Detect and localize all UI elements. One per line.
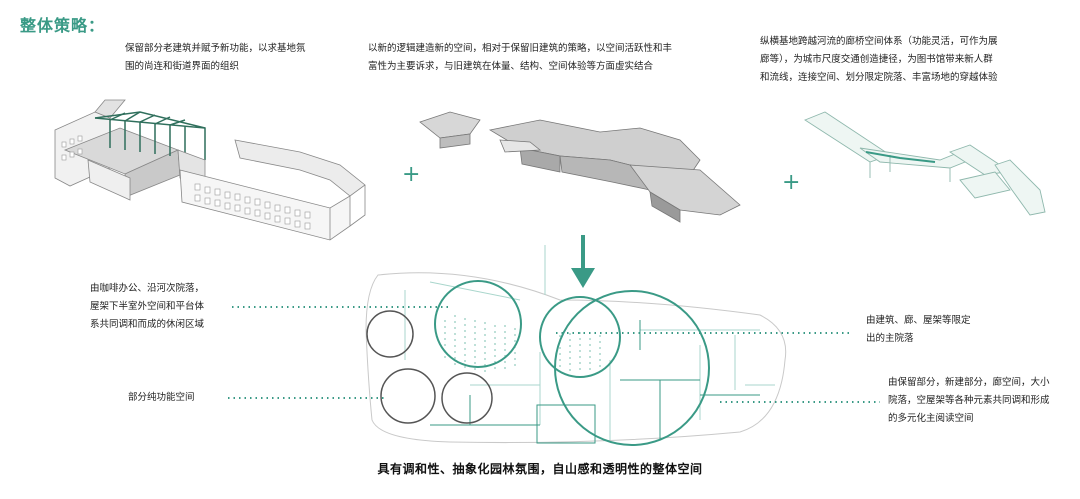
down-arrow-icon — [571, 235, 595, 288]
annotation-function-space: 部分纯功能空间 — [128, 389, 238, 407]
strategy-line: 和流线，连接空间、划分限定院落、丰富场地的穿越体验 — [760, 72, 998, 83]
annotation-reading-space: 由保留部分，新建部分，廊空间，大小 院落，空屋架等各种元素共同调和形成 的多元化… — [888, 374, 1073, 428]
annotation-line: 由建筑、廊、屋架等限定 — [866, 315, 971, 326]
strategy-line: 以新的逻辑建造新的空间，相对于保留旧建筑的策略，以空间活跃性和丰 — [368, 43, 673, 54]
new-building-model — [419, 111, 741, 223]
page-heading: 整体策略： — [20, 16, 106, 35]
annotation-leaders — [228, 306, 880, 403]
diagram-caption: 具有调和性、抽象化园林氛围，自山感和透明性的整体空间 — [377, 462, 703, 476]
plus-sign: + — [402, 162, 420, 187]
annotation-leisure-area: 由咖啡办公、沿河次院落， 屋架下半室外空间和平台体 系共同调和而成的休闲区域 — [90, 280, 240, 334]
annotation-main-courtyard: 由建筑、廊、屋架等限定 出的主院落 — [866, 312, 1006, 348]
retained-building-model — [54, 99, 366, 241]
annotation-line: 院落，空屋架等各种元素共同调和形成 — [888, 395, 1050, 406]
annotation-line: 部分纯功能空间 — [128, 392, 195, 403]
strategy-line: 富性为主要诉求，与旧建筑在体量、结构、空间体验等方面虚实结合 — [368, 61, 654, 72]
strategy-text-retain: 保留部分老建筑并赋予新功能，以求基地氛 围的尚连和街道界面的组织 — [125, 40, 355, 76]
annotation-line: 出的主院落 — [866, 333, 914, 344]
site-plan — [365, 245, 787, 446]
annotation-line: 屋架下半室外空间和平台体 — [90, 301, 205, 312]
strategy-line: 围的尚连和街道界面的组织 — [125, 61, 240, 72]
annotation-line: 由保留部分，新建部分，廊空间，大小 — [888, 377, 1050, 388]
annotation-line: 的多元化主阅读空间 — [888, 413, 974, 424]
strategy-line: 纵横基地跨越河流的廊桥空间体系（功能灵活，可作为展 — [760, 36, 998, 47]
strategy-text-bridge: 纵横基地跨越河流的廊桥空间体系（功能灵活，可作为展 廊等），为城市尺度交通创造捷… — [760, 33, 1060, 87]
annotation-line: 系共同调和而成的休闲区域 — [90, 319, 205, 330]
plus-sign: + — [782, 170, 800, 195]
strategy-line: 保留部分老建筑并赋予新功能，以求基地氛 — [125, 43, 306, 54]
bridge-corridor-model — [804, 111, 1046, 216]
annotation-line: 由咖啡办公、沿河次院落， — [90, 283, 205, 294]
strategy-line: 廊等），为城市尺度交通创造捷径，为图书馆带来新人群 — [760, 54, 993, 65]
strategy-text-new: 以新的逻辑建造新的空间，相对于保留旧建筑的策略，以空间活跃性和丰 富性为主要诉求… — [368, 40, 708, 76]
